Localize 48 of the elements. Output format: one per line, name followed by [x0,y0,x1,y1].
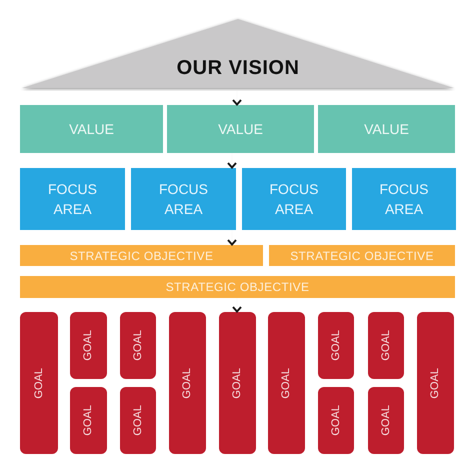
objective-bar [20,245,263,266]
objective-bar [20,276,455,298]
goal-label: GOAL [180,368,194,398]
goal-box [70,312,107,379]
focus-area-box [131,168,236,230]
focus-area-box [20,168,125,230]
focus-area-box [242,168,346,230]
value-box [318,105,455,153]
goal-label: GOAL [378,405,393,436]
goal-box [169,312,206,454]
goal-label: GOAL [328,405,343,436]
value-box [167,105,314,153]
objective-label: STRATEGIC OBJECTIVE [70,248,214,264]
focus-area-label: FOCUS AREA [268,180,320,219]
focus-area-label: FOCUS AREA [158,180,209,219]
goal-label: GOAL [428,368,442,398]
goal-label: GOAL [32,368,46,398]
value-label: VALUE [69,120,114,138]
goal-label: GOAL [230,368,244,398]
objective-label: STRATEGIC OBJECTIVE [166,279,310,296]
roof-shape [20,17,456,91]
goal-box [368,387,404,454]
goal-box [318,387,354,454]
vision-title: OUR VISION [176,56,300,81]
goal-box [70,387,107,454]
goal-box [368,312,404,379]
objective-label: STRATEGIC OBJECTIVE [290,248,434,264]
goal-box [268,312,305,454]
goal-label: GOAL [279,368,294,398]
goal-box [219,312,256,454]
goal-label: GOAL [81,405,96,436]
goal-box [120,387,156,454]
focus-area-box [352,168,456,230]
goal-label: GOAL [81,330,96,361]
goal-box [20,312,58,454]
goal-box [417,312,454,454]
goal-label: GOAL [328,330,343,361]
value-label: VALUE [218,120,263,138]
focus-area-label: FOCUS AREA [378,180,430,219]
goal-label: GOAL [130,405,145,436]
objective-bar [269,245,455,266]
goal-label: GOAL [378,330,393,361]
goal-box [318,312,354,379]
value-box [20,105,163,153]
focus-area-label: FOCUS AREA [47,180,98,219]
goal-label: GOAL [130,330,145,361]
goal-box [120,312,156,379]
value-label: VALUE [364,120,409,138]
